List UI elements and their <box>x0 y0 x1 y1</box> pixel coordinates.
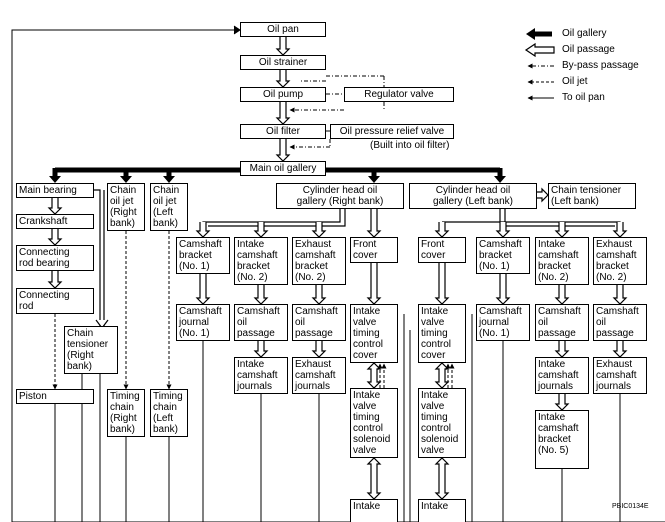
legend-oil-passage-label: Oil passage <box>562 44 615 55</box>
node-l-camshaft-oil-passage-exhaust: Camshaft oil passage <box>593 304 647 341</box>
node-oil-pump: Oil pump <box>240 87 326 102</box>
node-r-camshaft-bracket-no1: Camshaft bracket (No. 1) <box>176 237 230 274</box>
node-timing-chain-right: Timing chain (Right bank) <box>107 389 145 437</box>
strainer-to-pump <box>275 70 291 88</box>
node-r-intake-bottom: Intake <box>350 499 398 522</box>
node-l-intake-camshaft-bracket-no2: Intake camshaft bracket (No. 2) <box>535 237 589 285</box>
oil-passage-arrow <box>434 362 450 389</box>
oil-passage-arrow <box>612 341 628 358</box>
legend-oil-gallery-symbol <box>526 28 535 40</box>
node-oil-filter: Oil filter <box>240 124 326 139</box>
oil-passage-arrow <box>495 274 511 305</box>
filter-to-gallery <box>275 139 291 162</box>
oil-passage-arrow <box>554 222 570 238</box>
legend-oil-jet-label: Oil jet <box>562 76 588 87</box>
oil-passage-arrow <box>434 263 450 305</box>
oil-passage-arrow <box>366 362 382 389</box>
gallery-to-cyl-head-right <box>368 176 380 183</box>
node-timing-chain-left: Timing chain (Left bank) <box>150 389 188 437</box>
oil-passage-arrow <box>47 271 63 289</box>
node-r-intake-camshaft-journals: Intake camshaft journals <box>234 357 288 394</box>
gallery-to-chain-jet-right <box>120 176 132 183</box>
oil-passage-arrow <box>612 222 628 238</box>
r-dist <box>208 209 346 227</box>
node-l-intake-bottom: Intake <box>418 499 466 522</box>
oil-passage-arrow <box>366 209 382 238</box>
node-r-camshaft-journal-no1: Camshaft journal (No. 1) <box>176 304 230 341</box>
oil-passage-arrow <box>434 222 450 238</box>
node-r-intake-camshaft-bracket-no2: Intake camshaft bracket (No. 2) <box>234 237 288 285</box>
node-main-oil-gallery: Main oil gallery <box>240 161 326 176</box>
node-r-ivtc-cover: Intake valve timing control cover <box>350 304 398 363</box>
node-connecting-rod-bearing: Connecting rod bearing <box>16 245 94 271</box>
node-r-front-cover: Front cover <box>350 237 398 263</box>
oil-passage-arrow <box>195 222 211 238</box>
node-l-ivtc-cover: Intake valve timing control cover <box>418 304 466 363</box>
legend-oil-gallery-label: Oil gallery <box>562 28 607 39</box>
node-piston: Piston <box>16 389 94 404</box>
node-l-intake-camshaft-bracket-no5: Intake camshaft bracket (No. 5) <box>535 410 589 469</box>
node-chain-tensioner-right: Chain tensioner (Right bank) <box>64 326 118 374</box>
node-l-camshaft-bracket-no1: Camshaft bracket (No. 1) <box>476 237 530 274</box>
oil-passage-arrow <box>495 222 511 238</box>
node-r-camshaft-oil-passage-exhaust: Camshaft oil passage <box>292 304 346 341</box>
oil-passage-arrow <box>366 263 382 305</box>
flow-lines <box>11 25 665 522</box>
oil-passage-arrow <box>47 229 63 246</box>
return-to-oil-pan <box>11 29 240 522</box>
node-l-camshaft-oil-passage-intake: Camshaft oil passage <box>535 304 589 341</box>
to-chain-tensioner-left <box>537 187 549 203</box>
node-crankshaft: Crankshaft <box>16 214 94 229</box>
gallery-to-main-bearing <box>49 176 61 183</box>
node-chain-oil-jet-left: Chain oil jet (Left bank) <box>150 183 188 231</box>
node-connecting-rod: Connecting rod <box>16 288 94 314</box>
node-l-exhaust-camshaft-bracket-no2: Exhaust camshaft bracket (No. 2) <box>593 237 647 285</box>
oil-passage-arrow <box>311 222 327 238</box>
node-main-bearing: Main bearing <box>16 183 94 198</box>
node-oil-pan: Oil pan <box>240 22 326 37</box>
node-l-exhaust-camshaft-journals: Exhaust camshaft journals <box>593 357 647 394</box>
oil-passage-arrow <box>47 198 63 215</box>
node-oil-strainer: Oil strainer <box>240 55 326 70</box>
oil-passage-arrow <box>612 285 628 305</box>
oil-passage-arrow <box>253 341 269 358</box>
node-l-ivtc-solenoid-valve: Intake valve timing control solenoid val… <box>418 388 466 458</box>
legend-bypass-label: By-pass passage <box>562 60 639 71</box>
oil-passage-arrow <box>311 341 327 358</box>
pump-to-filter <box>275 102 291 125</box>
node-cylinder-head-gallery-right: Cylinder head oil gallery (Right bank) <box>276 183 404 209</box>
node-chain-tensioner-left: Chain tensioner (Left bank) <box>548 183 636 209</box>
oil-passage-arrow <box>554 341 570 358</box>
node-r-exhaust-camshaft-journals: Exhaust camshaft journals <box>292 357 346 394</box>
figure-code: PBIC0134E <box>612 503 649 510</box>
main-bearing-to-tensioner <box>94 189 101 326</box>
node-r-camshaft-oil-passage-intake: Camshaft oil passage <box>234 304 288 341</box>
oil-passage-arrow <box>195 274 211 305</box>
node-l-front-cover: Front cover <box>418 237 466 263</box>
gallery-to-cyl-head-left <box>494 176 506 183</box>
node-l-camshaft-journal-no1: Camshaft journal (No. 1) <box>476 304 530 341</box>
legend-oil-passage-symbol <box>524 42 555 58</box>
node-r-exhaust-camshaft-bracket-no2: Exhaust camshaft bracket (No. 2) <box>292 237 346 285</box>
oil-passage-arrow <box>366 457 382 500</box>
node-l-intake-camshaft-journals: Intake camshaft journals <box>535 357 589 394</box>
node-r-ivtc-solenoid-valve: Intake valve timing control solenoid val… <box>350 388 398 458</box>
oil-passage-arrow <box>554 285 570 305</box>
node-regulator-valve: Regulator valve <box>344 87 454 102</box>
oil-passage-arrow <box>554 394 570 411</box>
oil-passage-arrow <box>434 457 450 500</box>
gallery-to-chain-jet-left <box>163 176 175 183</box>
oil-pan-to-strainer <box>275 37 291 56</box>
node-chain-oil-jet-right: Chain oil jet (Right bank) <box>107 183 145 231</box>
oil-passage-arrow <box>253 222 269 238</box>
legend-to-oil-pan-label: To oil pan <box>562 92 605 103</box>
built-into-filter-note: (Built into oil filter) <box>370 140 450 151</box>
node-oil-pressure-relief-valve: Oil pressure relief valve <box>330 124 454 139</box>
oil-passage-arrow <box>311 285 327 305</box>
oil-passage-arrow <box>253 285 269 305</box>
node-cylinder-head-gallery-left: Cylinder head oil gallery (Left bank) <box>409 183 537 209</box>
